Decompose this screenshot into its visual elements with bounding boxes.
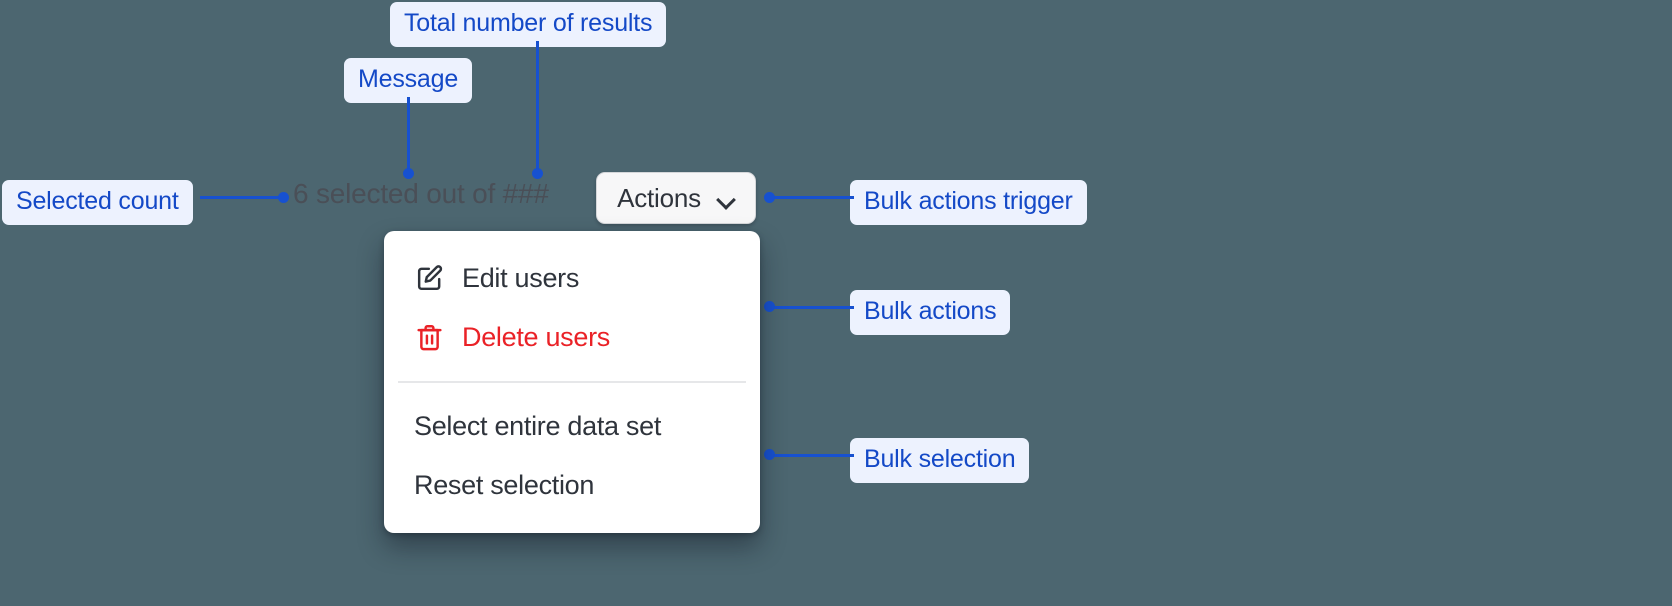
menu-item-edit-users[interactable]: Edit users <box>384 249 760 308</box>
connector-message <box>407 97 410 173</box>
annotation-total-number-of-results: Total number of results <box>390 2 667 47</box>
menu-item-delete-users[interactable]: Delete users <box>384 308 760 367</box>
connector-dot-total-results <box>532 168 543 179</box>
pencil-square-icon <box>414 263 445 294</box>
connector-dot-message <box>403 168 414 179</box>
menu-item-label: Select entire data set <box>414 411 662 441</box>
connector-selected-count <box>200 196 286 199</box>
menu-item-label: Edit users <box>462 263 580 293</box>
connector-dot-bulk-actions-trigger <box>764 192 775 203</box>
connector-dot-bulk-actions <box>764 301 775 312</box>
menu-separator <box>398 381 746 383</box>
trash-icon <box>414 322 445 353</box>
menu-item-reset-selection[interactable]: Reset selection <box>384 456 760 515</box>
bulk-actions-menu: Edit users Delete users Select entire da… <box>384 231 760 533</box>
annotation-bulk-actions: Bulk actions <box>850 290 1011 335</box>
chevron-down-icon <box>717 193 735 204</box>
menu-item-select-entire-data-set[interactable]: Select entire data set <box>384 397 760 456</box>
annotation-message: Message <box>344 58 473 103</box>
menu-item-label: Delete users <box>462 322 610 352</box>
bulk-actions-trigger-label: Actions <box>617 182 701 213</box>
connector-bulk-actions-trigger <box>770 196 854 199</box>
connector-total-results <box>536 41 539 173</box>
connector-bulk-actions <box>770 306 854 309</box>
selected-count-message: 6 selected out of ### <box>293 178 549 209</box>
connector-dot-bulk-selection <box>764 449 775 460</box>
annotation-bulk-selection: Bulk selection <box>850 438 1030 483</box>
bulk-actions-trigger-button[interactable]: Actions <box>596 172 756 224</box>
connector-dot-selected-count <box>278 192 289 203</box>
annotation-selected-count: Selected count <box>2 180 193 225</box>
annotation-bulk-actions-trigger: Bulk actions trigger <box>850 180 1087 225</box>
connector-bulk-selection <box>770 454 854 457</box>
menu-item-label: Reset selection <box>414 470 595 500</box>
